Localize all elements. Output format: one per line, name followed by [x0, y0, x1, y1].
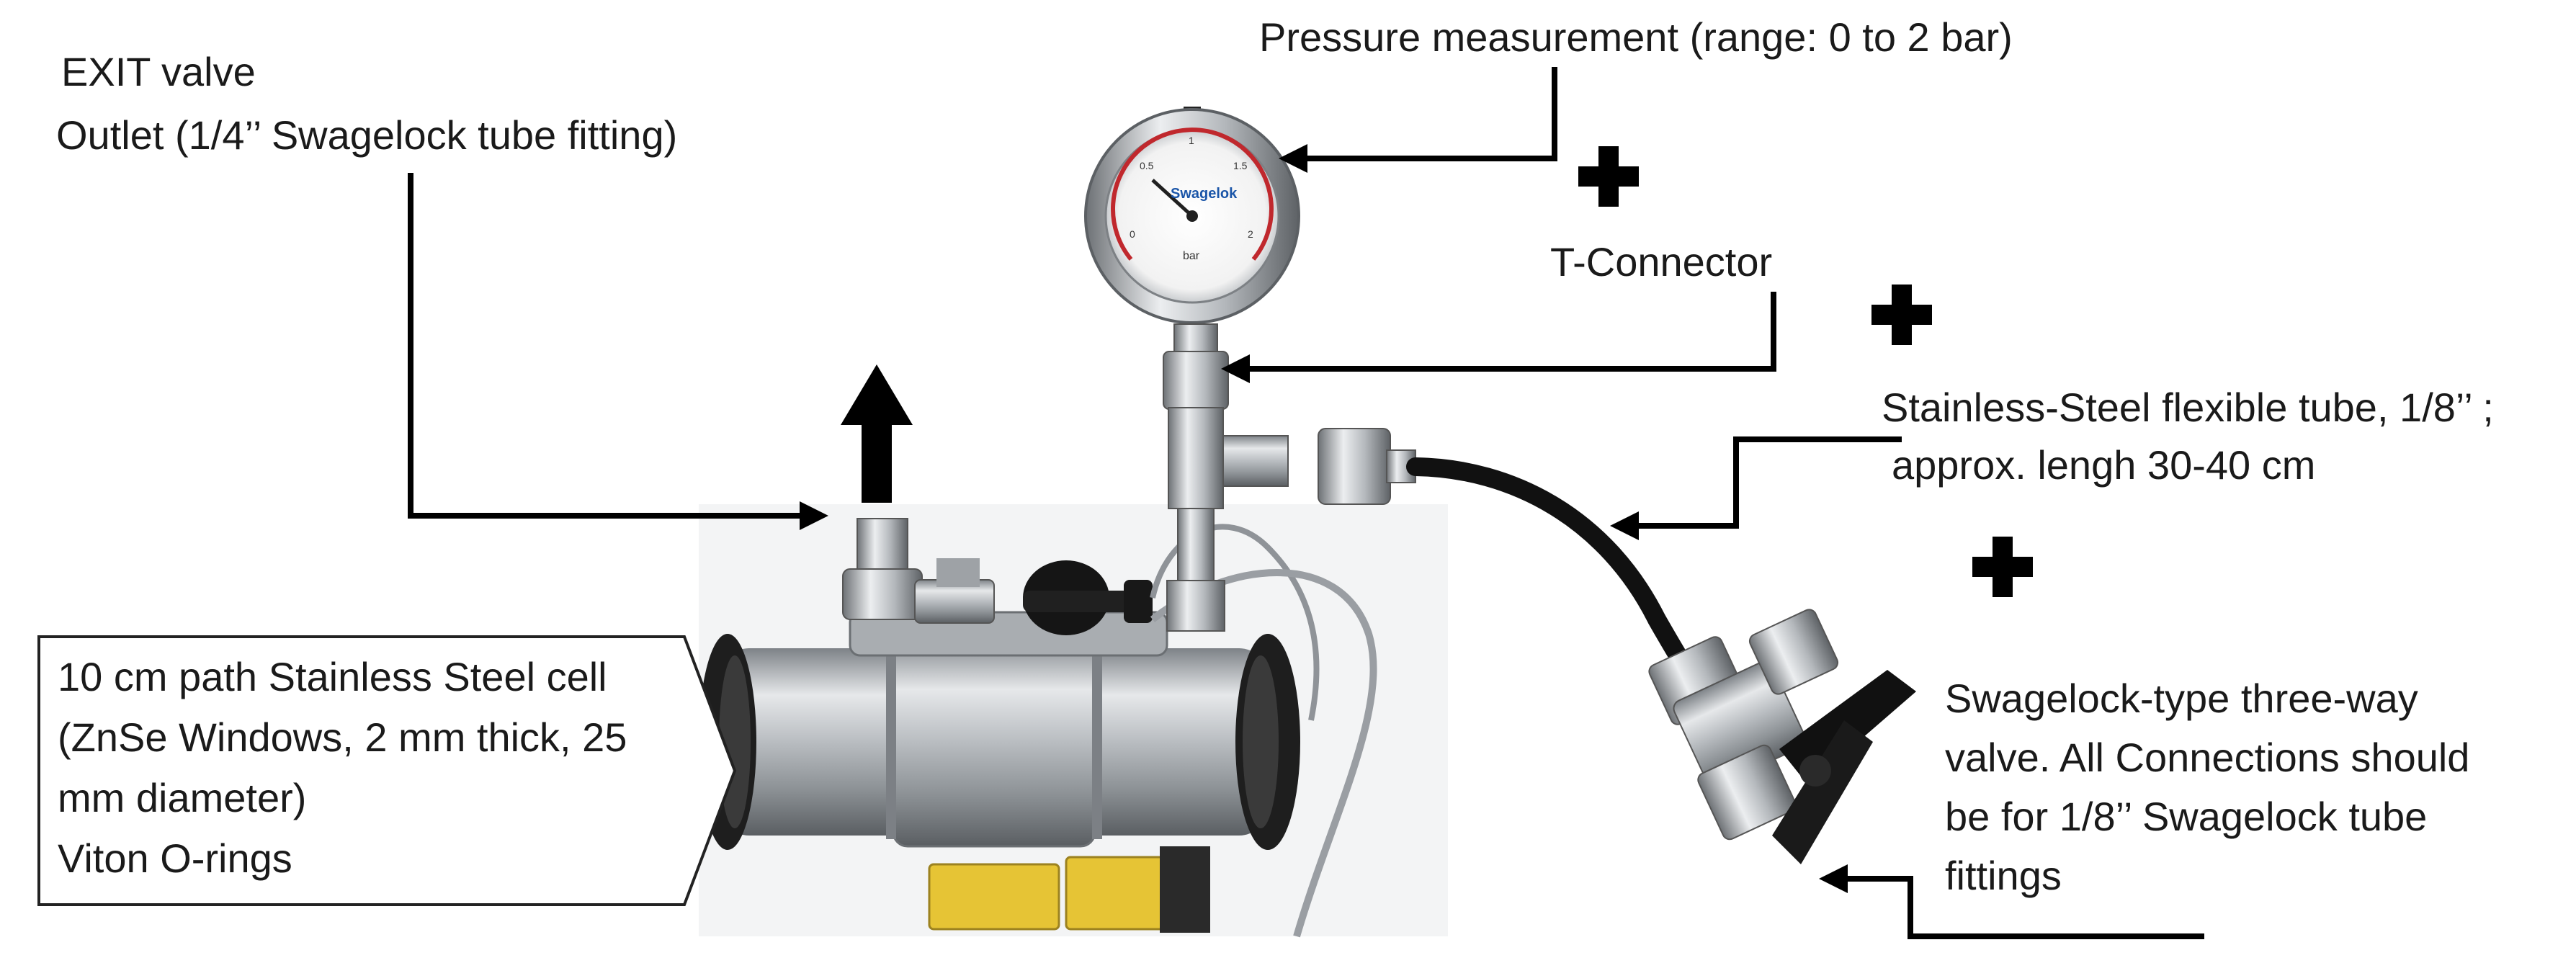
tube-label-line-2: approx. lengh 30-40 cm	[1892, 442, 2316, 488]
t-connector-label: T-Connector	[1550, 239, 1773, 285]
valve-label-line-1: Swagelock-type three-way	[1945, 676, 2418, 721]
tube-leader	[1635, 436, 1902, 529]
arrow-head	[1819, 864, 1848, 893]
gauge-tick-label: 0	[1130, 228, 1135, 240]
exit-valve-outlet-label: Outlet (1/4’’ Swagelock tube fitting)	[56, 112, 678, 158]
t-connector	[1163, 323, 1289, 632]
cell-description-callout: 10 cm path Stainless Steel cell (ZnSe Wi…	[36, 634, 742, 908]
exit-valve-leader	[408, 173, 803, 519]
pressure-leader	[1304, 67, 1557, 161]
stainless-steel-cell	[699, 611, 1300, 850]
exit-valve	[842, 518, 1153, 635]
arrow-head	[800, 501, 828, 530]
valve-label-line-4: fittings	[1945, 853, 2062, 898]
valve-label-line-3: be for 1/8’’ Swagelock tube	[1945, 794, 2428, 839]
exit-flow-arrow	[841, 364, 913, 503]
three-way-valve	[1648, 609, 1916, 864]
plus-icon	[1578, 146, 1639, 207]
gauge-tick-label: 0.5	[1140, 160, 1154, 171]
pressure-gauge: Swagelok bar 0 0.5 1 1.5 2	[1084, 107, 1300, 324]
heater-cable	[1150, 569, 1377, 938]
gauge-tick-label: 2	[1248, 228, 1253, 240]
plus-icon	[1871, 285, 1932, 345]
pressure-measurement-label: Pressure measurement (range: 0 to 2 bar)	[1259, 14, 2013, 60]
t-connector-leader	[1246, 292, 1776, 372]
arrow-head	[1221, 354, 1250, 383]
callout-frame	[37, 635, 737, 906]
gauge-brand: Swagelok	[1171, 186, 1238, 202]
thermocouple-connector	[928, 846, 1210, 933]
exit-valve-title: EXIT valve	[61, 49, 256, 94]
cell-description-text: 10 cm path Stainless Steel cell (ZnSe Wi…	[58, 647, 706, 889]
tube-label-line-1: Stainless-Steel flexible tube, 1/8’’ ;	[1882, 385, 2494, 430]
gauge-tick-label: 1.5	[1233, 160, 1248, 171]
cell-line-3: mm diameter)	[58, 775, 307, 820]
gauge-tick-label: 1	[1189, 135, 1194, 146]
cell-line-4: Viton O-rings	[58, 836, 292, 881]
plus-signs	[1578, 146, 2033, 597]
cell-line-2: (ZnSe Windows, 2 mm thick, 25	[58, 715, 627, 760]
gauge-unit: bar	[1183, 250, 1200, 262]
arrowheads	[800, 144, 1848, 893]
arrow-head	[1610, 511, 1639, 540]
valve-leader	[1844, 876, 2204, 939]
plus-icon	[1972, 537, 2033, 597]
arrow-head	[1279, 144, 1307, 173]
cell-line-1: 10 cm path Stainless Steel cell	[58, 654, 607, 699]
leader-arrows	[408, 67, 2204, 939]
valve-label-line-2: valve. All Connections should	[1945, 735, 2470, 780]
